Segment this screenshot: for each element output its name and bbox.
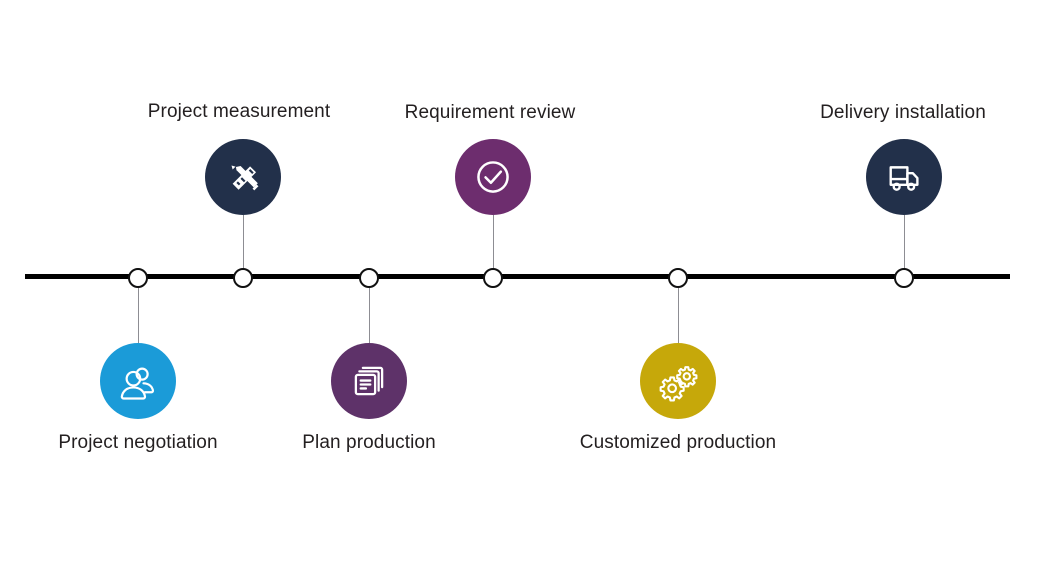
step-icon-bubble-plan-production[interactable]: [331, 343, 407, 419]
connector-stem-2: [243, 215, 244, 271]
timeline-axis: [25, 274, 1010, 279]
connector-stem-1: [138, 288, 139, 343]
connector-stem-6: [904, 215, 905, 271]
timeline-node-4[interactable]: [483, 268, 503, 288]
timeline-node-5[interactable]: [668, 268, 688, 288]
timeline-node-1[interactable]: [128, 268, 148, 288]
step-label-delivery-installation: Delivery installation: [820, 102, 986, 123]
people-icon: [116, 359, 160, 403]
timeline-node-6[interactable]: [894, 268, 914, 288]
step-icon-bubble-customized-production[interactable]: [640, 343, 716, 419]
step-label-requirement-review: Requirement review: [404, 102, 576, 123]
step-icon-bubble-project-negotiation[interactable]: [100, 343, 176, 419]
timeline-node-3[interactable]: [359, 268, 379, 288]
timeline-node-2[interactable]: [233, 268, 253, 288]
step-icon-bubble-delivery-installation[interactable]: [866, 139, 942, 215]
step-label-project-measurement: Project measurement: [147, 101, 331, 122]
step-label-project-negotiation: Project negotiation: [58, 432, 218, 453]
step-icon-bubble-requirement-review[interactable]: [455, 139, 531, 215]
connector-stem-5: [678, 288, 679, 343]
ruler-pencil-icon: [220, 154, 266, 200]
step-label-plan-production: Plan production: [302, 432, 436, 453]
connector-stem-3: [369, 288, 370, 343]
connector-stem-4: [493, 215, 494, 271]
step-label-customized-production: Customized production: [579, 432, 777, 453]
delivery-truck-icon: [882, 155, 926, 199]
step-icon-bubble-project-measurement[interactable]: [205, 139, 281, 215]
check-circle-icon: [470, 154, 516, 200]
gears-icon: [655, 358, 701, 404]
documents-icon: [348, 360, 390, 402]
